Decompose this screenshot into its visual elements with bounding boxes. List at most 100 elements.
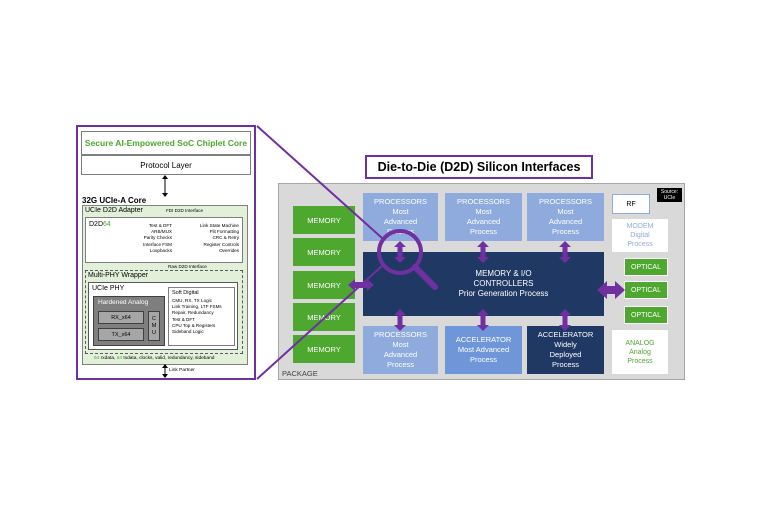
soft-label: Soft Digital bbox=[172, 290, 199, 296]
soft-item: CMU, RX, TX Logic bbox=[172, 298, 212, 303]
source-badge: Source: UCIe bbox=[657, 188, 682, 202]
link-partner-arrow bbox=[162, 364, 168, 378]
d2d-left-item: Test & DFT bbox=[149, 223, 172, 228]
core-title: Secure AI-Empowered SoC Chiplet Core bbox=[81, 131, 251, 155]
package-label: PACKAGE bbox=[282, 369, 318, 378]
processor-line: Most bbox=[392, 207, 409, 216]
modem-line: Digital bbox=[630, 232, 650, 239]
modem-line: Process bbox=[627, 241, 653, 248]
d2d-right-item: Overrides bbox=[219, 247, 239, 253]
fdi-label: FDI D2D Interface bbox=[166, 208, 204, 213]
optical-block: OPTICAL bbox=[624, 306, 668, 324]
memory-block: MEMORY bbox=[293, 303, 355, 331]
processor-line: Process bbox=[551, 227, 580, 236]
d2d-right-item: Flit Formatting bbox=[209, 229, 239, 235]
d2d-right-list: Link State Machine Flit Formatting CRC &… bbox=[174, 223, 239, 254]
processor-line: Advanced bbox=[548, 217, 583, 226]
signal-list: 64 rxdata, 64 txdata, clocks, valid, red… bbox=[94, 356, 214, 361]
analog-block: ANALOG Analog Process bbox=[612, 330, 668, 374]
d2d-right-item: Register Controls bbox=[203, 241, 240, 247]
d2d-suffix: 64 bbox=[103, 221, 111, 228]
soft-digital-block: Soft Digital CMU, RX, TX Logic Link Trai… bbox=[168, 287, 235, 346]
processor-line: Process bbox=[386, 360, 415, 369]
modem-line: MODEM bbox=[626, 223, 654, 230]
accelerator-line: Most Advanced bbox=[457, 345, 510, 354]
d2d-left-item: Parity Checks bbox=[143, 235, 172, 241]
source-line: Source: bbox=[660, 189, 679, 195]
processor-line: Most bbox=[475, 207, 492, 216]
ucie-core-label: 32G UCIe-A Core bbox=[82, 196, 147, 205]
processor-top: PROCESSORS Most Advanced Process bbox=[445, 193, 522, 241]
signal-tx-text: txdata, clocks, valid, redundancy, sideb… bbox=[122, 356, 215, 361]
controller-line: MEMORY & I/O bbox=[475, 269, 532, 278]
modem-block: MODEM Digital Process bbox=[612, 219, 668, 252]
soft-item: Link Training, LTF FSMs bbox=[172, 304, 222, 310]
d2d64-block: D2D64 Test & DFT ARB/MUX Parity Checks I… bbox=[85, 217, 243, 263]
accelerator-deployed: ACCELERATOR Widely Deployed Process bbox=[527, 326, 604, 374]
d2d-right-item: CRC & Retry bbox=[212, 235, 239, 241]
memory-block: MEMORY bbox=[293, 335, 355, 363]
processor-line: PROCESSORS bbox=[374, 330, 427, 339]
rx-lane: RX_x64 bbox=[98, 311, 144, 324]
controller-line: Prior Generation Process bbox=[458, 289, 549, 298]
optical-block: OPTICAL bbox=[624, 281, 668, 299]
analog-line: Process bbox=[627, 357, 653, 365]
processor-bottom: PROCESSORS Most Advanced Process bbox=[363, 326, 438, 374]
d2d-right-item: Link State Machine bbox=[199, 223, 239, 228]
wrapper-label: Multi-PHY Wrapper bbox=[88, 272, 149, 279]
double-arrow-icon bbox=[477, 241, 489, 263]
double-arrow-icon bbox=[348, 279, 374, 291]
memory-block: MEMORY bbox=[293, 271, 355, 299]
hardened-label: Hardened Analog bbox=[98, 299, 149, 306]
memory-block: MEMORY bbox=[293, 206, 355, 234]
double-arrow-icon bbox=[394, 241, 406, 263]
accelerator-line: ACCELERATOR bbox=[455, 335, 512, 344]
d2d-left-list: Test & DFT ARB/MUX Parity Checks Interfa… bbox=[110, 223, 172, 254]
accelerator-line: Widely bbox=[554, 340, 577, 349]
signal-tx-count: 64 bbox=[116, 356, 123, 361]
accelerator-line: Process bbox=[551, 360, 580, 369]
d2d-left-item: Loopbacks bbox=[149, 247, 172, 253]
optical-block: OPTICAL bbox=[624, 258, 668, 276]
tx-lane: TX_x64 bbox=[98, 328, 144, 341]
d2d-title: Die-to-Die (D2D) Silicon Interfaces bbox=[365, 155, 593, 179]
double-arrow-icon bbox=[559, 241, 571, 263]
processor-line: PROCESSORS bbox=[457, 197, 510, 206]
magnifier-icon bbox=[377, 229, 438, 290]
accelerator-line: Process bbox=[469, 355, 498, 364]
memory-block: MEMORY bbox=[293, 238, 355, 266]
zoom-line-top bbox=[256, 125, 383, 239]
signal-rx-text: rxdata, bbox=[99, 356, 117, 361]
raw-interface-label: Raw D2D Interface bbox=[168, 264, 207, 269]
soft-item: Repair, Redundancy bbox=[172, 310, 214, 316]
processor-line: Advanced bbox=[466, 217, 501, 226]
accelerator-line: ACCELERATOR bbox=[537, 330, 594, 339]
soft-item: Test & DFT bbox=[172, 316, 195, 322]
adapter-label: UCIe D2D Adapter bbox=[85, 207, 143, 214]
soft-list: CMU, RX, TX Logic Link Training, LTF FSM… bbox=[172, 298, 234, 335]
accelerator-line: Deployed bbox=[549, 350, 582, 359]
phy-label: UCIe PHY bbox=[92, 285, 125, 292]
processor-line: PROCESSORS bbox=[539, 197, 592, 206]
processor-line: Most bbox=[557, 207, 574, 216]
d2d64-label: D2D64 bbox=[89, 221, 111, 228]
double-arrow-icon bbox=[477, 309, 489, 331]
source-line: UCIe bbox=[663, 195, 676, 201]
processor-line: Advanced bbox=[383, 217, 418, 226]
d2d-left-item: ARB/MUX bbox=[151, 229, 172, 235]
soft-item: Sideband Logic bbox=[172, 329, 204, 335]
processor-line: Advanced bbox=[383, 350, 418, 359]
double-arrow-icon bbox=[559, 309, 571, 331]
accelerator-advanced: ACCELERATOR Most Advanced Process bbox=[445, 326, 522, 374]
double-arrow-icon bbox=[394, 309, 406, 331]
signal-rx-count: 64 bbox=[94, 356, 100, 361]
d2d-left-item: Interface FSM bbox=[143, 241, 172, 247]
rf-block: RF bbox=[612, 194, 650, 214]
double-arrow-icon bbox=[597, 281, 625, 299]
protocol-layer: Protocol Layer bbox=[81, 155, 251, 175]
soft-item: CPU Top & Registers bbox=[172, 322, 216, 328]
link-partner-label: Link Partner bbox=[169, 368, 195, 373]
processor-line: Process bbox=[469, 227, 498, 236]
protocol-link-arrow bbox=[162, 175, 168, 197]
